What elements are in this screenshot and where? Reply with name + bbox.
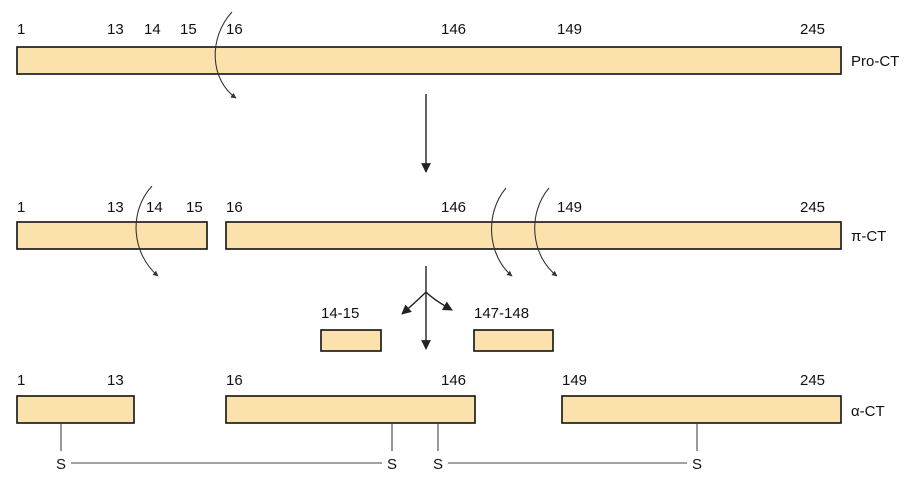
alpha-ct-residue-146: 146 [441,372,466,389]
sulfur-4: S [692,456,702,473]
pro-ct-cleavage-arrow [214,11,237,99]
pi-ct-residue-14: 14 [146,199,163,216]
pi-ct-row: 1 13 14 15 16 146 149 245 π-CT [16,185,886,277]
sulfur-1: S [56,456,66,473]
pi-ct-residue-16: 16 [226,199,243,216]
fragment-14-15 [320,329,382,352]
alpha-ct-residue-1: 1 [17,372,25,389]
fragment-release-arrow-right [425,291,453,311]
pro-ct-label: Pro-CT [851,53,899,70]
pro-ct-residue-245: 245 [800,21,825,38]
alpha-ct-residue-16: 16 [226,372,243,389]
alpha-ct-chain-c [561,395,842,424]
pi-ct-residue-149: 149 [557,199,582,216]
pi-ct-residue-15: 15 [186,199,203,216]
alpha-ct-residue-245: 245 [800,372,825,389]
pro-ct-residue-149: 149 [557,21,582,38]
pro-ct-residue-14: 14 [144,21,161,38]
pro-ct-residue-146: 146 [441,21,466,38]
step-2: 14-15 147-148 [320,266,554,352]
pi-ct-cleavage-arrow-14 [135,185,159,277]
pro-ct-chain [16,46,842,75]
alpha-ct-residue-149: 149 [562,372,587,389]
pro-ct-residue-15: 15 [180,21,197,38]
pro-ct-residue-16: 16 [226,21,243,38]
alpha-ct-row: 1 13 16 146 149 245 α-CT S S S S [16,372,885,473]
pi-ct-residue-1: 1 [17,199,25,216]
alpha-ct-chain-b [225,395,476,424]
pi-ct-chain-b [225,221,842,250]
pro-ct-row: 1 13 14 15 16 146 149 245 Pro-CT [16,11,899,99]
sulfur-3: S [433,456,443,473]
pi-ct-label: π-CT [851,228,886,245]
pi-ct-cleavage-arrow-149 [534,187,558,277]
fragment-14-15-label: 14-15 [321,305,359,322]
pi-ct-chain-a [16,221,208,250]
pi-ct-residue-13: 13 [107,199,124,216]
fragment-147-148 [473,329,554,352]
alpha-ct-label: α-CT [851,403,885,420]
pi-ct-residue-245: 245 [800,199,825,216]
pro-ct-residue-1: 1 [17,21,25,38]
pi-ct-cleavage-arrow-146 [491,187,513,277]
pi-ct-residue-146: 146 [441,199,466,216]
sulfur-2: S [387,456,397,473]
fragment-release-arrow-left [401,291,427,315]
fragment-147-148-label: 147-148 [474,305,529,322]
alpha-ct-chain-a [16,395,135,424]
pro-ct-residue-13: 13 [107,21,124,38]
alpha-ct-residue-13: 13 [107,372,124,389]
